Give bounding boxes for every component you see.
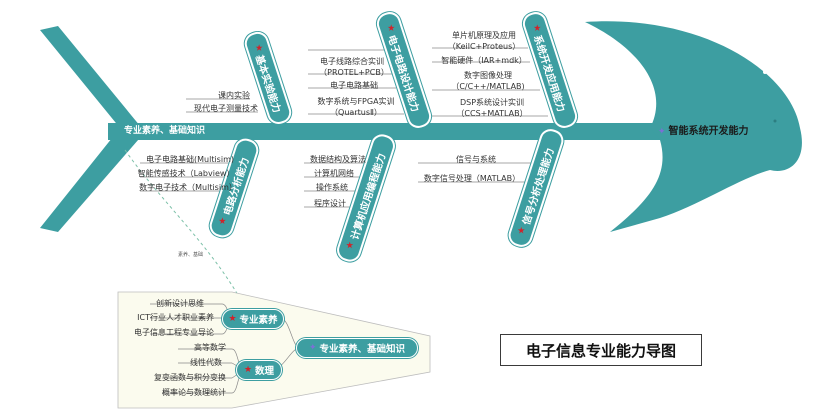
item-text: 操作系统 — [316, 183, 348, 192]
item-text: 电子电路基础 — [330, 81, 378, 90]
item-text: （KeilC+Proteus） — [447, 42, 521, 51]
item-text: （QuartusⅡ） — [330, 108, 382, 117]
fish-head — [585, 21, 802, 232]
item-text: 程序设计 — [314, 199, 346, 208]
diagram-title-box: 电子信息专业能力导图 — [500, 334, 702, 366]
item-text: （C/C++/MATLAB) — [451, 82, 525, 91]
item-text: 创新设计思维 — [156, 299, 204, 308]
fish-spine — [108, 123, 668, 140]
tail-detail-panel — [117, 291, 431, 409]
item-text: 复变函数与积分变换 — [154, 373, 226, 382]
group-pill-professional: ★专业素养 — [222, 309, 284, 329]
tail-label: 专业素养、基础知识 — [124, 126, 206, 136]
item-text: 数字信号处理（MATLAB） — [423, 174, 521, 183]
item-text: （PROTEL+PCB） — [319, 68, 389, 77]
item-text: 数字电子技术（Multisim） — [139, 183, 237, 192]
item-text: 线性代数 — [190, 358, 222, 367]
fish-eye — [763, 70, 767, 74]
tail-connector — [124, 149, 239, 296]
connector-note: 素养、基础 — [178, 252, 204, 258]
group-pill-math: ★数理 — [236, 360, 282, 380]
item-text: 现代电子测量技术 — [194, 104, 258, 113]
item-text: 高等数学 — [194, 343, 226, 352]
item-text: 数字图像处理 — [464, 71, 512, 80]
item-text: 计算机网络 — [314, 169, 354, 178]
item-text: 概率论与数理统计 — [162, 388, 226, 397]
root-pill-foundation: ✦专业素养、基础知识 — [296, 338, 418, 358]
item-text: 电子线路综合实训 — [320, 57, 384, 66]
item-text: ICT行业人才职业素养 — [137, 313, 214, 322]
item-text: 数字系统与FPGA实训 — [317, 97, 395, 106]
item-text: 智能传感技术（Labview） — [137, 169, 235, 178]
item-text: 数据结构及算法 — [310, 155, 366, 164]
item-text: 信号与系统 — [456, 155, 496, 164]
fish-nostril — [773, 119, 777, 123]
item-text: 电子电路基础(Multisim) — [146, 155, 234, 164]
head-label: ✦智能系统开发能力 — [658, 126, 749, 137]
diagram-title: 电子信息专业能力导图 — [525, 341, 676, 360]
item-text: DSP系统设计实训 — [459, 98, 525, 107]
item-text: 电子信息工程专业导论 — [134, 328, 214, 337]
item-text: 课内实验 — [218, 91, 250, 100]
item-text: 单片机原理及应用 — [452, 31, 516, 40]
item-text: （CCS+MATLAB） — [456, 109, 528, 118]
item-text: 智能硬件（IAR+mdk） — [441, 56, 527, 65]
